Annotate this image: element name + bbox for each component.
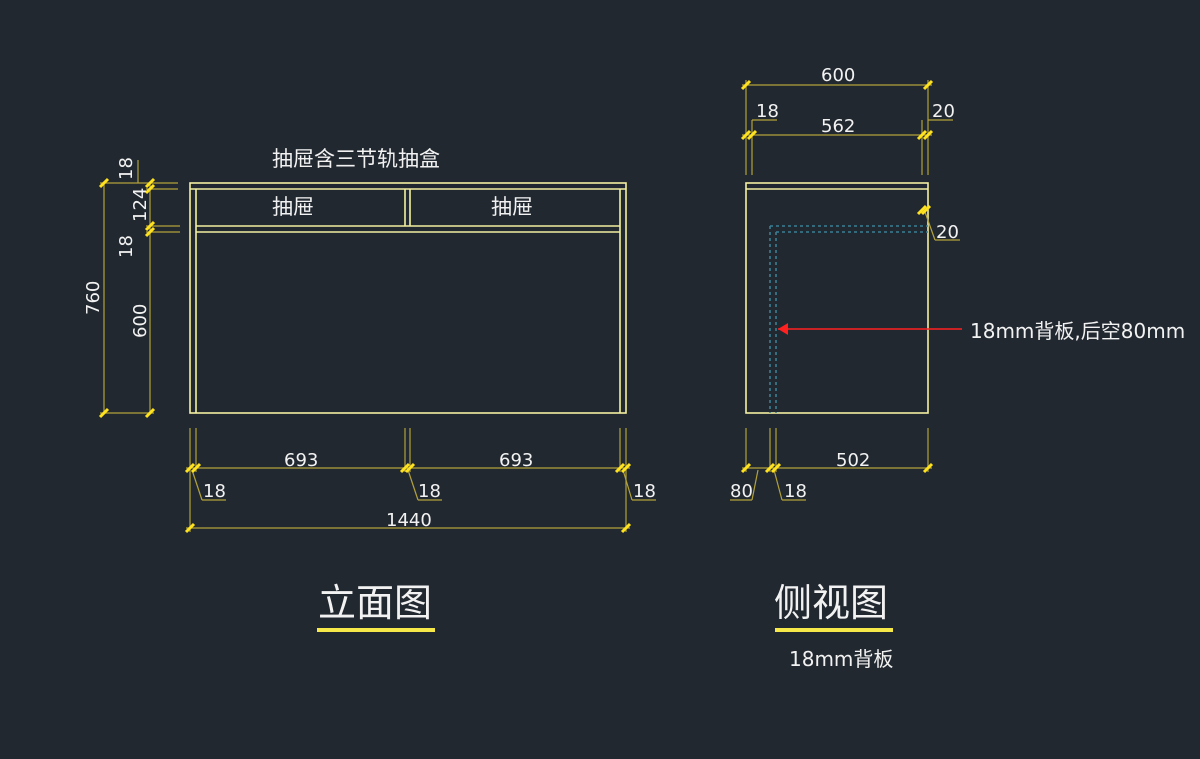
back-panel-note: 18mm背板,后空80mm [970, 319, 1185, 343]
front-title: 立面图 [318, 581, 432, 625]
dim-18-mid: 18 [116, 235, 137, 258]
side-dim-20-right: 20 [936, 222, 959, 243]
front-elevation: 抽屉含三节轨抽盒 抽屉 抽屉 760 18 124 18 600 [83, 147, 656, 632]
side-dim-562: 562 [821, 116, 855, 137]
side-outline [745, 182, 929, 414]
side-dim-502: 502 [836, 450, 870, 471]
dim-760: 760 [83, 281, 104, 315]
back-panel-arrowhead [778, 323, 788, 335]
side-top-dims [740, 79, 960, 241]
bottom-dims [184, 428, 656, 534]
side-dim-80: 80 [730, 481, 753, 502]
side-bottom-dims [730, 428, 934, 501]
dim-1440: 1440 [386, 510, 432, 531]
drawer-label-right: 抽屉 [491, 195, 533, 219]
dim-18-a: 18 [203, 481, 226, 502]
left-vertical-dims [98, 160, 180, 419]
dim-18-top: 18 [116, 157, 137, 180]
dim-124: 124 [130, 188, 151, 222]
side-title: 侧视图 [774, 581, 888, 625]
side-dim-600: 600 [821, 65, 855, 86]
dim-693-left: 693 [284, 450, 318, 471]
side-view: 600 18 20 562 20 18mm背板,后空80mm 502 80 18 [730, 65, 1185, 671]
side-dim-18-bottom: 18 [784, 481, 807, 502]
dim-18-b: 18 [418, 481, 441, 502]
dim-693-right: 693 [499, 450, 533, 471]
drawer-note: 抽屉含三节轨抽盒 [272, 147, 440, 171]
dim-18-c: 18 [633, 481, 656, 502]
side-subtitle: 18mm背板 [789, 647, 893, 671]
drawer-label-left: 抽屉 [272, 195, 314, 219]
side-dim-18: 18 [756, 101, 779, 122]
dim-600-front: 600 [130, 304, 151, 338]
desk-outline [189, 182, 627, 414]
side-dim-20-top: 20 [932, 101, 955, 122]
